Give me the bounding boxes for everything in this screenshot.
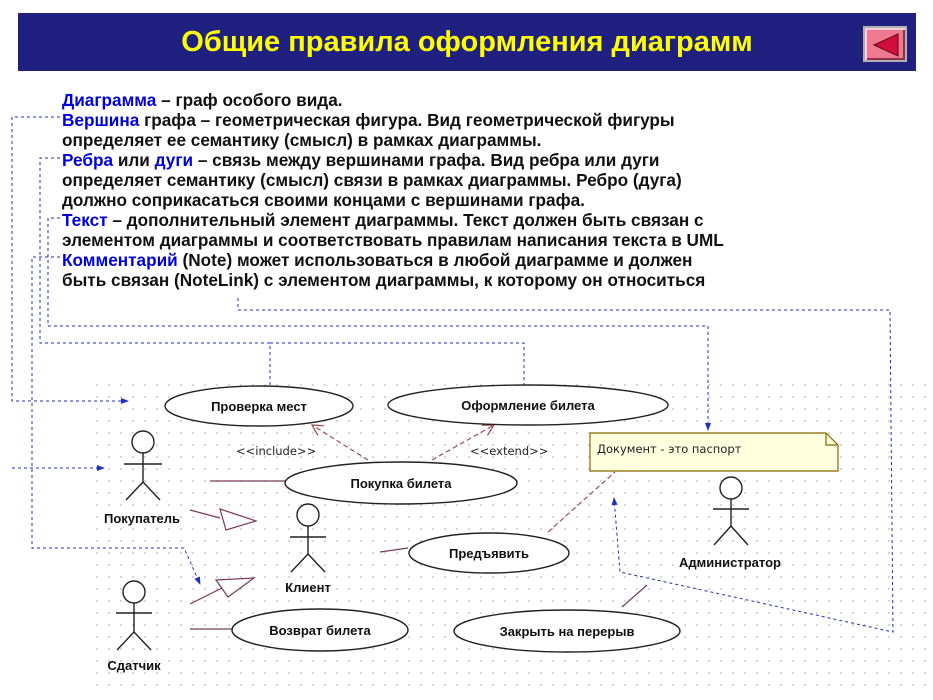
usecase-refund — [231, 608, 409, 652]
keyword-diagram: Диаграмма — [62, 90, 157, 110]
definition-text: (Note) может использоваться в любой диаг… — [177, 250, 693, 270]
back-button[interactable] — [863, 26, 907, 62]
actor-client — [290, 503, 326, 573]
definition-edge: Ребра или дуги – связь между вершинами г… — [62, 150, 892, 210]
usecase-present — [408, 532, 570, 574]
note: Документ - это паспорт — [589, 432, 839, 472]
triangle-left-icon — [872, 33, 899, 57]
usecase-issue-ticket — [387, 384, 669, 426]
definition-comment: Комментарий (Note) может использоваться … — [62, 250, 892, 290]
keyword-arc: дуги — [154, 150, 194, 170]
include-arrow — [312, 425, 369, 461]
definition-text: быть связан (NoteLink) с элементом диагр… — [62, 270, 706, 290]
pointer-vertex-1 — [11, 116, 129, 404]
usecases: Проверка мест Оформление билета Покупка … — [164, 384, 681, 653]
actor-client-label: Клиент — [285, 580, 331, 595]
actor-returner — [116, 580, 152, 651]
stereotype-include: <<include>> — [236, 444, 316, 458]
usecase-close-break — [453, 609, 681, 653]
pointer-edge-2 — [270, 342, 527, 397]
keyword-comment: Комментарий — [62, 250, 178, 270]
actor-admin — [713, 476, 749, 546]
definition-text: графа – геометрическая фигура. Вид геоме… — [139, 110, 675, 130]
pointer-comment-1 — [31, 256, 201, 585]
dependencies — [312, 425, 616, 533]
usecase-buy-ticket — [284, 461, 518, 505]
definitions-text: Диаграмма – граф особого вида. Вершина г… — [62, 90, 892, 290]
keyword-text: Текст — [62, 210, 108, 230]
usecase-refund-label: Возврат билета — [269, 623, 371, 638]
actor-buyer-label: Покупатель — [104, 511, 180, 526]
usecase-close-break-label: Закрыть на перерыв — [500, 624, 635, 639]
note-link — [547, 471, 616, 533]
actor-admin-label: Администратор — [679, 555, 781, 570]
usecase-check-seats — [164, 385, 354, 427]
gen-arrow-1 — [219, 508, 258, 531]
definition-text: или — [113, 150, 155, 170]
definition-text: элементом диаграммы и соответствовать пр… — [62, 230, 724, 250]
definition-text: – граф особого вида. — [156, 90, 343, 110]
keyword-edge: Ребра — [62, 150, 114, 170]
page-title: Общие правила оформления диаграмм — [181, 26, 753, 58]
pointer-text — [47, 217, 711, 431]
note-text: Документ - это паспорт — [597, 442, 742, 456]
usecase-issue-ticket-label: Оформление билета — [461, 398, 595, 413]
definition-text: – связь между вершинами графа. Вид ребра… — [193, 150, 660, 170]
definition-text: – дополнительный элемент диаграммы. Текс… — [107, 210, 704, 230]
extend-arrow — [431, 425, 494, 461]
usecase-check-seats-label: Проверка мест — [211, 399, 307, 414]
definition-text-element: Текст – дополнительный элемент диаграммы… — [62, 210, 892, 250]
gen-arrow-2 — [214, 577, 256, 598]
gen-returner-client — [189, 587, 223, 605]
gen-buyer-client — [189, 509, 221, 519]
usecase-present-label: Предъявить — [449, 546, 529, 561]
keyword-vertex: Вершина — [62, 110, 140, 130]
pointer-edge-1 — [39, 157, 273, 401]
actor-buyer — [124, 430, 162, 501]
actor-returner-label: Сдатчик — [107, 658, 161, 673]
definition-diagram: Диаграмма – граф особого вида. — [62, 90, 892, 110]
pointer-lines — [11, 116, 894, 633]
associations — [189, 480, 648, 630]
assoc-client-present — [379, 547, 409, 553]
definition-vertex: Вершина графа – геометрическая фигура. В… — [62, 110, 892, 150]
usecase-buy-ticket-label: Покупка билета — [351, 476, 453, 491]
title-bar: Общие правила оформления диаграмм — [18, 13, 916, 71]
definition-text: определяет ее семантику (смысл) в рамках… — [62, 130, 542, 150]
stereotype-extend: <<extend>> — [470, 444, 548, 458]
assoc-admin-break — [621, 584, 648, 608]
definition-text: должно соприкасаться своими концами с ве… — [62, 190, 585, 210]
definition-text: определяет семантику (смысл) связи в рам… — [62, 170, 682, 190]
